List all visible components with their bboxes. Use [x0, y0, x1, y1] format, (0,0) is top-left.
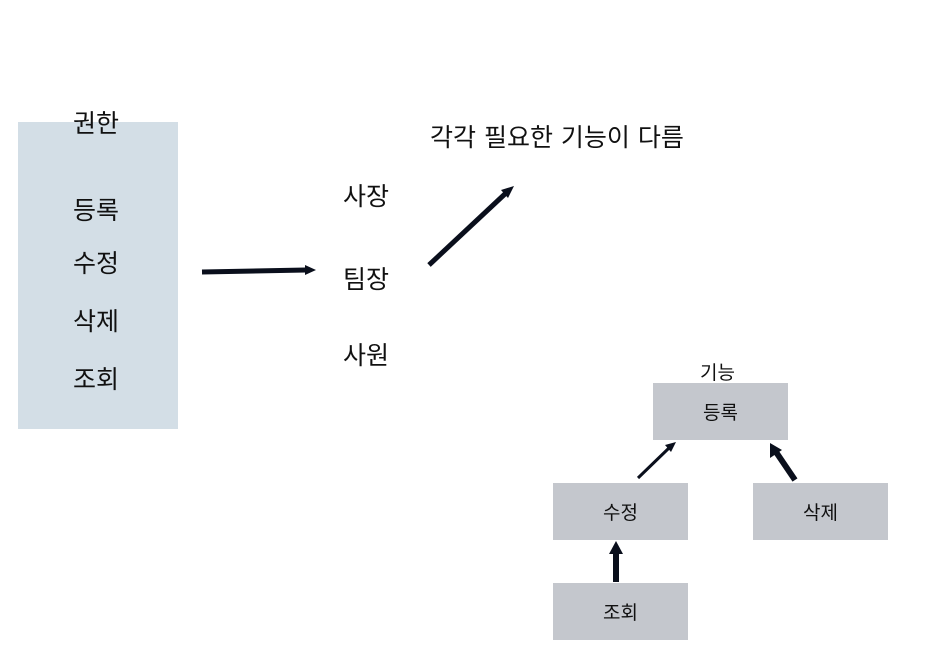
- features-tree-title: 기능: [700, 362, 735, 384]
- note-text: 각각 필요한 기능이 다름: [430, 123, 684, 152]
- role-ceo: 사장: [343, 182, 390, 211]
- role-team-lead: 팀장: [343, 265, 390, 294]
- arrow-edit-to-register: [636, 442, 676, 480]
- role-employee: 사원: [343, 341, 390, 370]
- feature-node-edit-label: 수정: [603, 502, 638, 524]
- arrow-delete-to-register: [770, 443, 798, 482]
- feature-node-view-label: 조회: [603, 602, 638, 624]
- permission-item-edit: 수정: [73, 249, 120, 278]
- permission-item-register: 등록: [73, 196, 120, 225]
- permission-item-view: 조회: [73, 365, 120, 394]
- feature-node-view: 조회: [553, 583, 688, 640]
- permissions-title: 권한: [73, 109, 120, 138]
- feature-node-register-label: 등록: [703, 402, 738, 424]
- arrow-roles-to-note: [427, 186, 514, 267]
- arrow-permissions-to-roles: [201, 265, 316, 275]
- feature-node-delete: 삭제: [753, 483, 888, 540]
- feature-node-edit: 수정: [553, 483, 688, 540]
- arrow-view-to-edit: [609, 541, 623, 582]
- permission-item-delete: 삭제: [73, 307, 120, 336]
- feature-node-register: 등록: [653, 383, 788, 440]
- permissions-panel: [18, 122, 178, 429]
- feature-node-delete-label: 삭제: [803, 502, 838, 524]
